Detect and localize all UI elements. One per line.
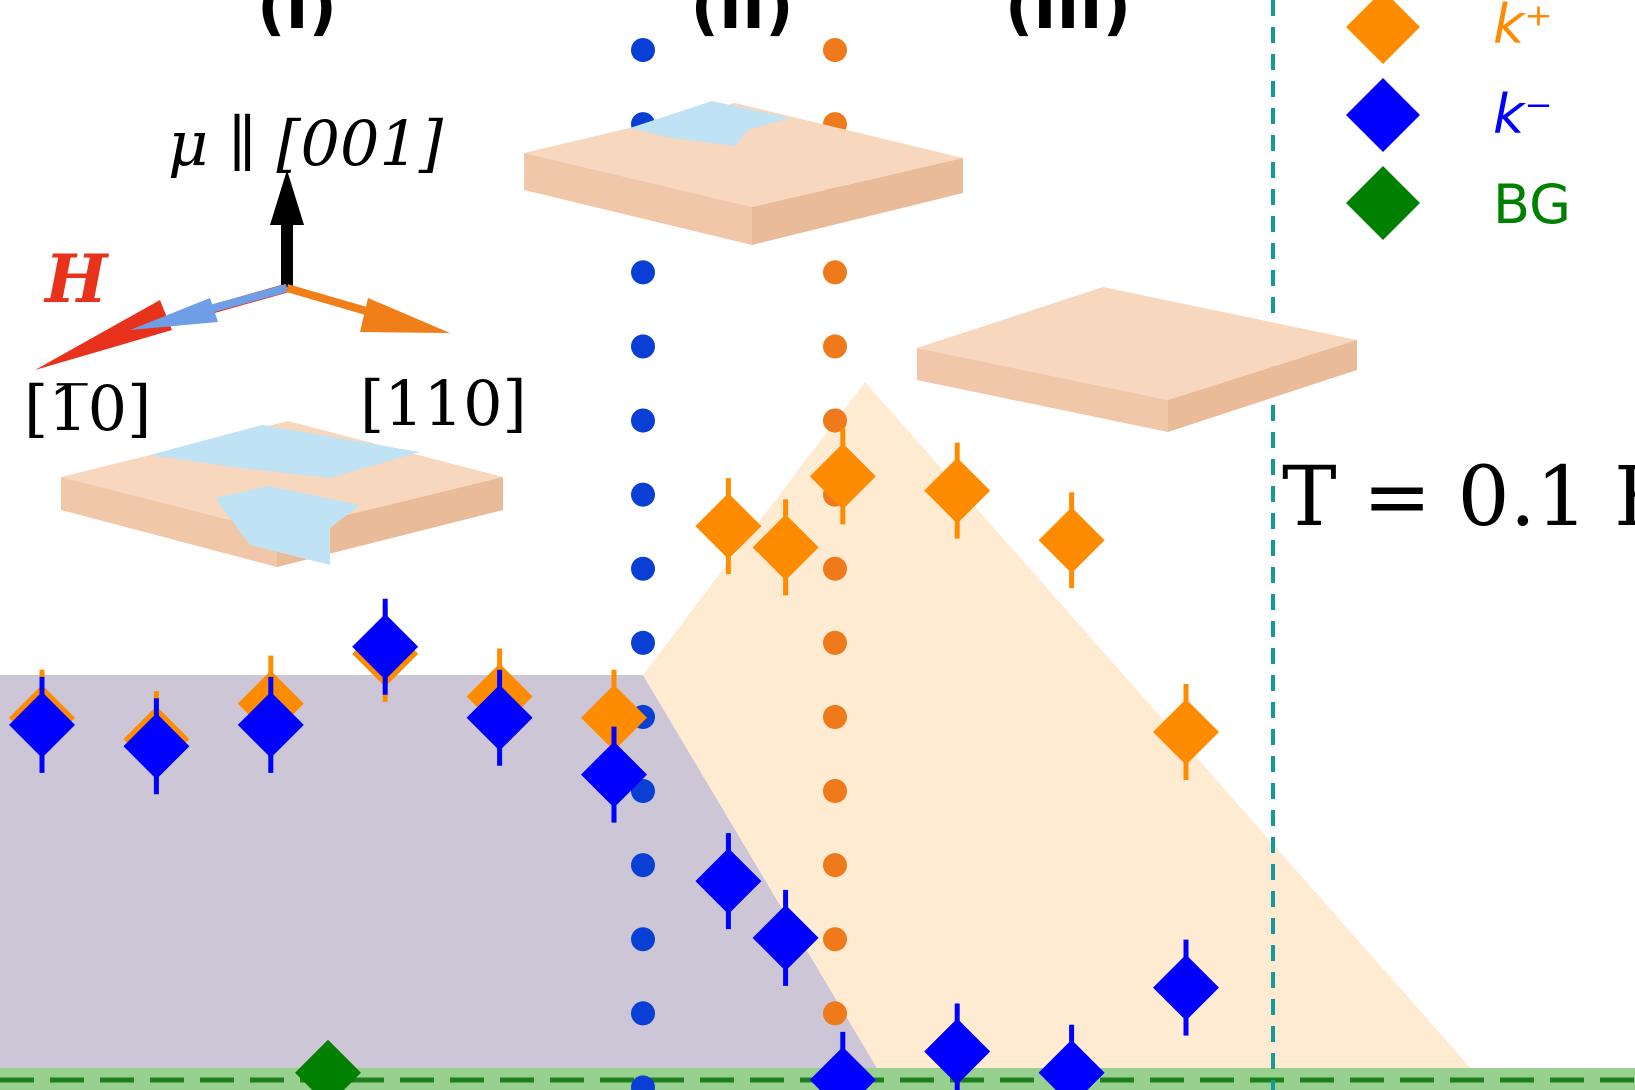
k-plus-point (809, 443, 876, 510)
k-minus-point (237, 691, 304, 758)
legend-marker-k-minus (1346, 78, 1420, 152)
axis-2-label: [110] (360, 367, 527, 440)
region-shade-k-minus (0, 675, 890, 1090)
k-plus-point (581, 684, 647, 751)
k-minus-point (695, 848, 762, 915)
data-marks (9, 428, 1219, 1090)
k-plus-point (695, 493, 762, 560)
k-minus-point (924, 1018, 991, 1085)
field-label: H (43, 240, 110, 318)
region-shade-k-plus (643, 382, 1490, 1090)
moment-label: μ ∥ [001] (168, 107, 444, 180)
moment-arrow-head (270, 170, 304, 225)
legend-label-bg: BG (1493, 173, 1571, 236)
k-minus-point (1153, 954, 1219, 1021)
k-minus-point (123, 713, 190, 780)
legend-label-k-minus: k⁻ (1493, 83, 1553, 146)
k-minus-point (581, 741, 647, 808)
axis-1-label: [1̅0] (24, 372, 151, 445)
k-minus-point (352, 613, 419, 680)
slab-illustration-left (61, 421, 503, 567)
legend-marker-k-plus (1346, 0, 1420, 64)
k-plus-point (1153, 699, 1219, 765)
region-label-1: (I) (257, 0, 337, 43)
k-plus-point (752, 514, 819, 581)
legend: k⁺ k⁻ BG (1346, 0, 1571, 240)
temperature-annotation: T = 0.1 K (1282, 450, 1635, 545)
k-minus-point (9, 691, 75, 758)
region-label-2: (II) (691, 0, 794, 43)
axes-inset: μ ∥ [001] H [1̅0] [110] (24, 107, 527, 445)
k-minus-point (809, 1046, 876, 1090)
k-minus-point (752, 904, 819, 971)
region-label-3: (III) (1005, 0, 1131, 43)
k-plus-point (924, 457, 991, 524)
k-minus-point (1038, 1039, 1105, 1090)
legend-label-k-plus: k⁺ (1493, 0, 1553, 56)
k-plus-point (1038, 507, 1105, 574)
axis-1-arrow-head (130, 298, 218, 330)
field-arrow-head (35, 300, 172, 370)
bg-point (295, 1039, 361, 1090)
slab-illustration-top (524, 101, 963, 245)
axis-2-arrow-head (360, 298, 450, 333)
legend-marker-bg (1346, 166, 1420, 240)
k-minus-point (466, 684, 533, 751)
slab-illustration-right (917, 287, 1357, 432)
